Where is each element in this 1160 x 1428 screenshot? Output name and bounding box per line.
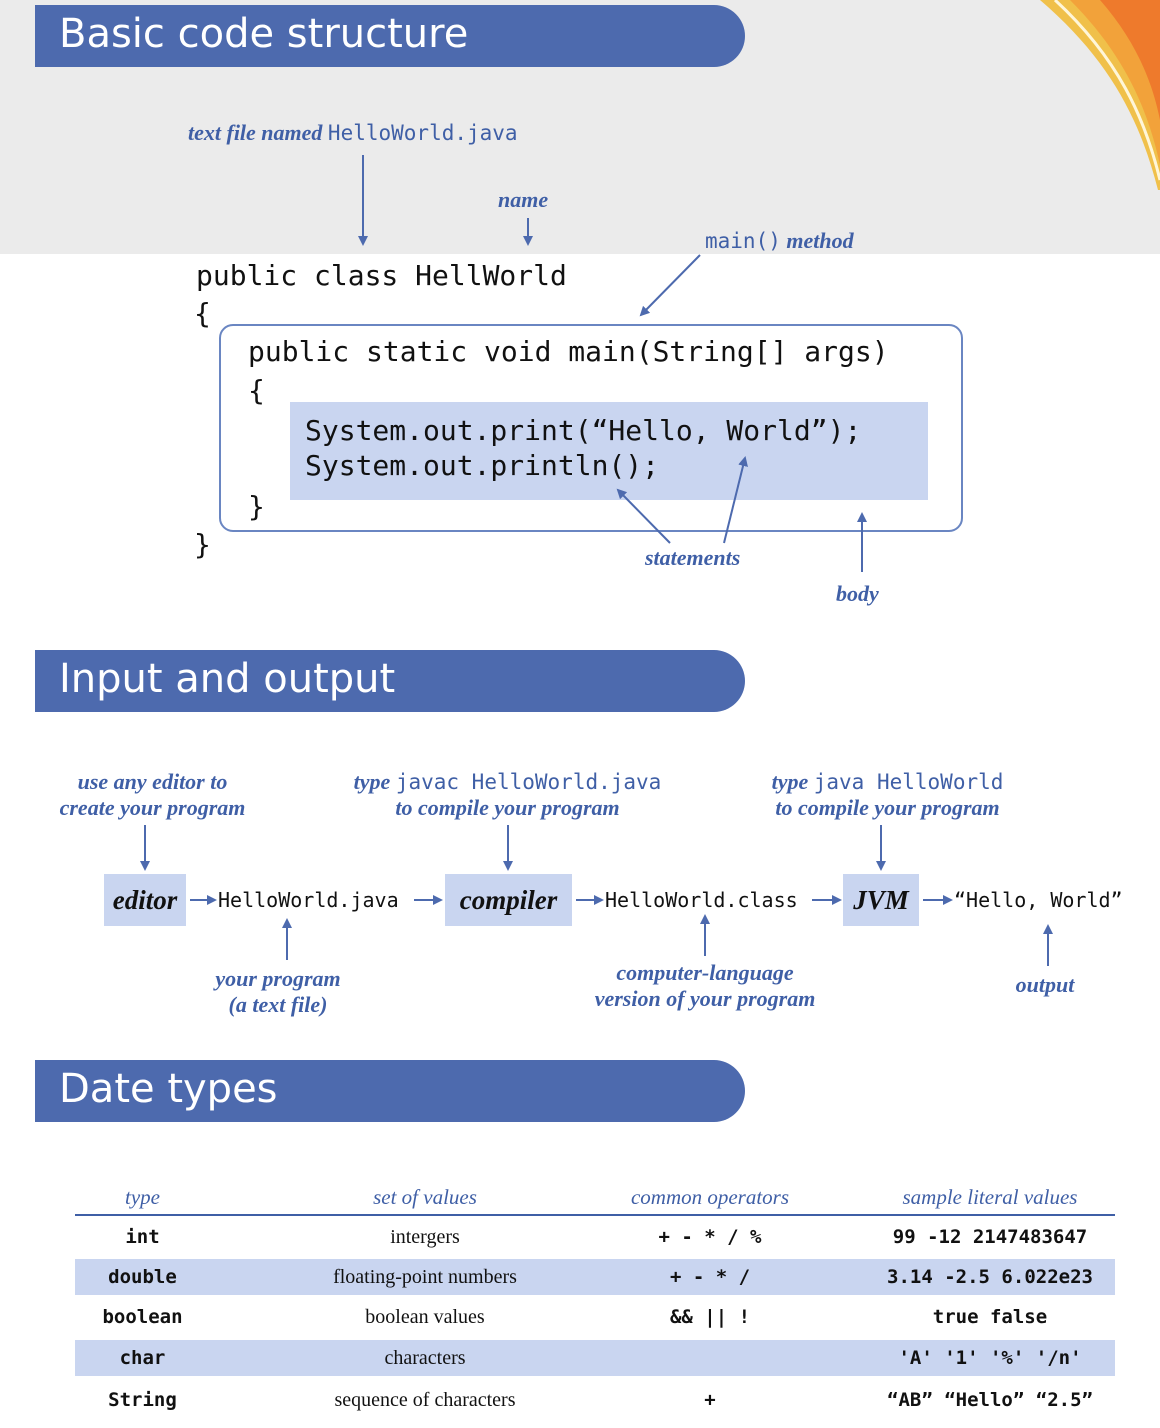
section-title: Basic code structure [59, 11, 469, 57]
computer-language-line1: computer-language [616, 960, 794, 985]
main-method-code: main() [705, 229, 781, 253]
decorative-swoosh [1040, 0, 1160, 190]
editor-box: editor [104, 874, 186, 926]
cell-set: sequence of characters [334, 1389, 516, 1411]
editor-note: use any editor to create your program [40, 769, 265, 821]
cell-set: boolean values [365, 1306, 485, 1328]
header-type: type [125, 1185, 160, 1209]
computer-language-line2: version of your program [594, 986, 816, 1011]
statements-arrow-2 [723, 456, 748, 544]
javac-note-line2: to compile your program [395, 795, 620, 820]
body-label: body [836, 581, 879, 606]
method-outline-box [219, 324, 963, 532]
statements-highlight-box [290, 402, 928, 500]
your-program-note: your program (a text file) [178, 966, 378, 1018]
main-method-text: method [786, 228, 854, 253]
cell-set: floating-point numbers [333, 1266, 517, 1288]
cell-ops: + - * / % [658, 1226, 762, 1248]
cell-type: int [125, 1226, 160, 1248]
javac-command: javac HelloWorld.java [395, 770, 662, 794]
section-banner-data-types: Date types [35, 1060, 745, 1122]
cell-ops: && || ! [669, 1306, 751, 1328]
statements-arrow-1 [616, 488, 671, 544]
output-note: output [1015, 972, 1075, 997]
java-note-line2: to compile your program [775, 795, 1000, 820]
cell-type: double [108, 1266, 177, 1288]
class-file-label: HelloWorld.class [605, 888, 798, 912]
statements-label: statements [645, 545, 741, 570]
javac-note-prefix: type [353, 769, 391, 794]
computer-language-note: computer-language version of your progra… [575, 960, 835, 1012]
header-sample-literals: sample literal values [902, 1185, 1078, 1209]
code-class-open-brace: { [194, 297, 211, 330]
jvm-box: JVM [843, 874, 919, 926]
code-class-declaration: public class HellWorld [196, 259, 567, 292]
cell-literals: 'A' '1' '%' '/n' [898, 1347, 1082, 1369]
section-title: Date types [59, 1066, 278, 1112]
file-label: text file named HelloWorld.java [188, 120, 518, 146]
editor-note-line2: create your program [59, 795, 246, 820]
cell-type: char [119, 1347, 166, 1369]
cell-ops: + [704, 1389, 716, 1411]
section-title: Input and output [59, 656, 396, 702]
table-header-rule [75, 1214, 1115, 1216]
cell-literals: 3.14 -2.5 6.022e23 [887, 1266, 1093, 1288]
editor-note-line1: use any editor to [77, 769, 228, 794]
cell-ops [590, 1340, 830, 1376]
cell-type: boolean [102, 1306, 183, 1328]
javac-note-line1: type javac HelloWorld.java [320, 769, 695, 795]
cell-literals: 99 -12 2147483647 [892, 1226, 1088, 1248]
header-set-of-values: set of values [373, 1185, 477, 1209]
code-statement-print: System.out.print(“Hello, World”); [305, 414, 862, 447]
cell-set: characters [384, 1347, 466, 1369]
code-statement-println: System.out.println(); [305, 449, 660, 482]
code-method-signature: public static void main(String[] args) [248, 335, 889, 368]
code-method-close-brace: } [248, 490, 265, 523]
table-row: String sequence of characters + “AB” “He… [75, 1382, 1115, 1418]
java-note-line1: type java HelloWorld [740, 769, 1035, 795]
table-row: double floating-point numbers + - * / 3.… [75, 1259, 1115, 1295]
compiler-box: compiler [445, 874, 572, 926]
java-command: java HelloWorld [813, 770, 1004, 794]
table-row: int intergers + - * / % 99 -12 214748364… [75, 1219, 1115, 1255]
file-label-prefix: text file named [188, 120, 323, 145]
code-class-close-brace: } [194, 528, 211, 561]
cell-ops: + - * / [669, 1266, 751, 1288]
section-banner-basic-code: Basic code structure [35, 5, 745, 67]
javac-note: type javac HelloWorld.java to compile yo… [320, 769, 695, 821]
java-note: type java HelloWorld to compile your pro… [740, 769, 1035, 821]
main-method-arrow [639, 254, 701, 317]
cell-type: String [108, 1389, 177, 1411]
table-row: char characters 'A' '1' '%' '/n' [75, 1340, 1115, 1376]
source-file-label: HelloWorld.java [218, 888, 399, 912]
header-common-operators: common operators [630, 1185, 790, 1209]
name-label: name [498, 187, 549, 212]
section-banner-input-output: Input and output [35, 650, 745, 712]
your-program-line2: (a text file) [228, 992, 328, 1017]
your-program-line1: your program [215, 966, 341, 991]
cell-literals: “AB” “Hello” “2.5” [887, 1389, 1093, 1411]
table-row: boolean boolean values && || ! true fals… [75, 1299, 1115, 1335]
code-method-open-brace: { [248, 374, 265, 407]
program-output-label: “Hello, World” [954, 888, 1123, 912]
file-label-name: HelloWorld.java [327, 121, 518, 145]
main-method-label: main() method [705, 228, 854, 254]
java-note-prefix: type [771, 769, 809, 794]
cell-set: intergers [390, 1226, 460, 1248]
cell-literals: true false [932, 1306, 1048, 1328]
